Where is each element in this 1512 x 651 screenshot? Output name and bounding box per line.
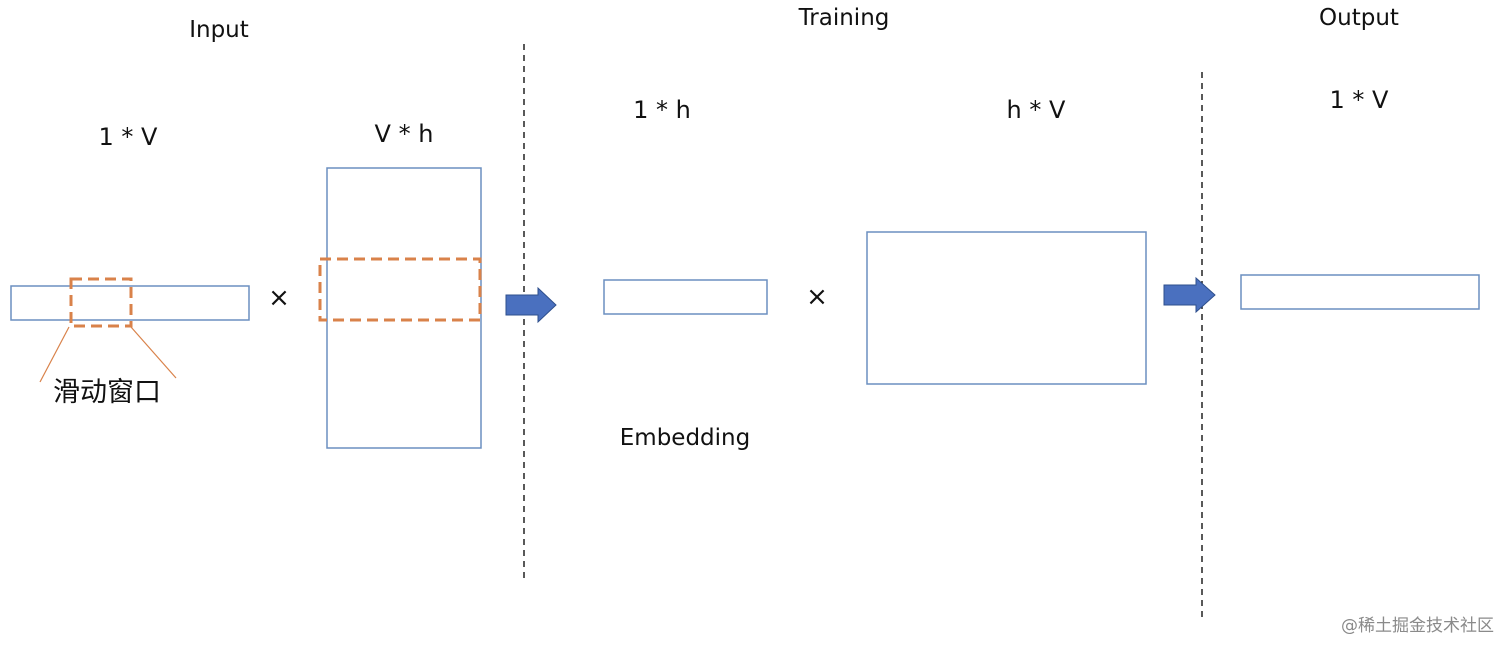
arrow-input-to-training [505, 286, 557, 324]
callout-line-right [130, 326, 177, 379]
dim-label-input-matrix: V * h [374, 120, 434, 148]
arrow-training-to-output [1163, 276, 1216, 314]
output-vector-box [1240, 274, 1480, 310]
dim-label-hidden-vector: 1 * h [633, 96, 691, 124]
callout-line-left [39, 326, 70, 383]
dim-label-output-vector: 1 * V [1329, 86, 1389, 114]
section-title-output: Output [1319, 5, 1399, 31]
section-title-input: Input [189, 17, 249, 43]
sliding-window-box [69, 277, 133, 328]
input-vector-box [10, 285, 250, 321]
dim-label-hidden-matrix: h * V [1006, 96, 1066, 124]
dim-label-input-vector: 1 * V [98, 123, 158, 151]
watermark: @稀土掘金技术社区 [1341, 616, 1494, 636]
section-title-training: Training [798, 5, 890, 31]
hidden-vector-box [603, 279, 768, 315]
input-matrix-box [326, 167, 482, 449]
hidden-matrix-box [866, 231, 1147, 385]
embedding-label: Embedding [619, 425, 751, 451]
multiply-operator-1: × [268, 283, 290, 313]
sliding-window-label: 滑动窗口 [53, 377, 161, 408]
multiply-operator-2: × [806, 282, 828, 312]
matrix-row-highlight [318, 257, 482, 322]
